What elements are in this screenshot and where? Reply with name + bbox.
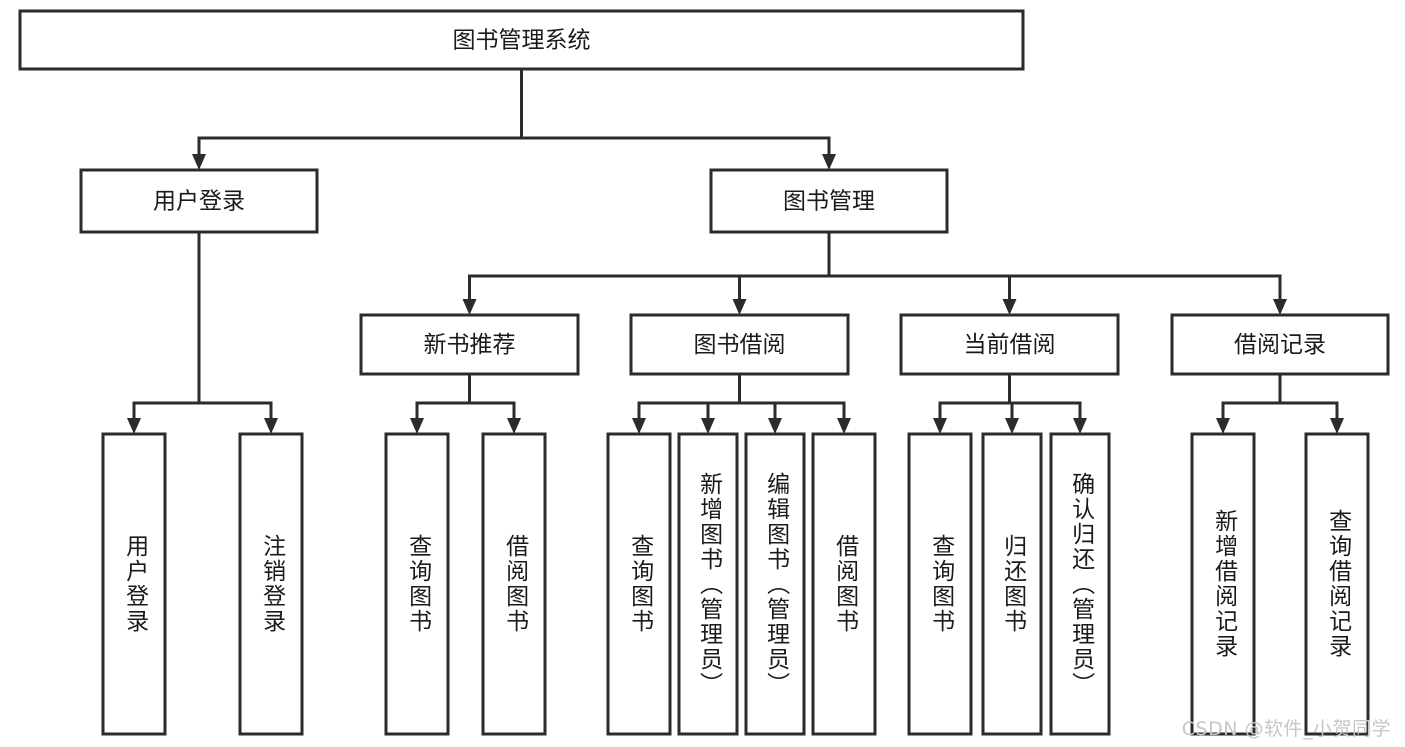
arrow-head-icon — [264, 418, 278, 434]
leaf-node-box-11[interactable] — [1190, 432, 1256, 736]
arrow-head-icon — [768, 418, 782, 434]
arrow-head-icon — [701, 418, 715, 434]
level2-node-box-0[interactable] — [79, 168, 319, 234]
level3-node-box-2[interactable] — [899, 313, 1120, 376]
leaf-node-box-2[interactable] — [384, 432, 450, 736]
watermark: CSDN @软件_小贺同学 — [1181, 718, 1391, 740]
arrow-head-icon — [933, 418, 947, 434]
root-node-box[interactable] — [18, 9, 1025, 71]
arrow-head-icon — [462, 299, 477, 315]
leaf-node-box-7[interactable] — [811, 432, 877, 736]
arrow-head-icon — [1273, 299, 1287, 315]
arrow-head-icon — [732, 299, 747, 315]
leaf-node-box-8[interactable] — [907, 432, 973, 736]
level3-node-label-0: 新书推荐 — [424, 332, 516, 358]
arrow-head-icon — [1002, 299, 1017, 315]
leaf-node-box-12[interactable] — [1304, 432, 1370, 736]
arrow-head-icon — [822, 154, 836, 170]
arrow-head-icon — [632, 418, 646, 434]
leaf-node-box-1[interactable] — [238, 432, 304, 736]
root-node-label: 图书管理系统 — [453, 28, 591, 54]
arrow-head-icon — [837, 418, 851, 434]
leaf-node-box-4[interactable] — [606, 432, 672, 736]
level2-node-box-1[interactable] — [709, 168, 949, 234]
arrow-head-icon — [1330, 418, 1344, 434]
level3-node-box-3[interactable] — [1170, 313, 1390, 376]
leaf-node-box-5[interactable] — [677, 432, 739, 736]
arrow-head-icon — [507, 418, 521, 434]
leaf-node-box-0[interactable] — [101, 432, 167, 736]
leaf-node-box-10[interactable] — [1049, 432, 1111, 736]
arrow-head-icon — [1073, 418, 1087, 434]
connector-group — [127, 67, 1344, 434]
arrow-head-icon — [1216, 418, 1230, 434]
level3-node-label-2: 当前借阅 — [964, 332, 1056, 358]
level3-node-label-1: 图书借阅 — [694, 332, 786, 358]
node-box-group — [18, 9, 1390, 736]
level2-node-label-0: 用户登录 — [153, 189, 245, 215]
leaf-node-box-6[interactable] — [744, 432, 806, 736]
level3-node-box-0[interactable] — [359, 313, 580, 376]
level3-node-box-1[interactable] — [629, 313, 850, 376]
arrow-head-icon — [410, 418, 424, 434]
level2-node-label-1: 图书管理 — [783, 189, 875, 215]
leaf-node-box-3[interactable] — [481, 432, 547, 736]
arrow-head-icon — [127, 418, 141, 434]
arrow-head-icon — [192, 154, 206, 170]
level3-node-label-3: 借阅记录 — [1234, 332, 1326, 358]
leaf-node-box-9[interactable] — [981, 432, 1043, 736]
arrow-head-icon — [1005, 418, 1019, 434]
